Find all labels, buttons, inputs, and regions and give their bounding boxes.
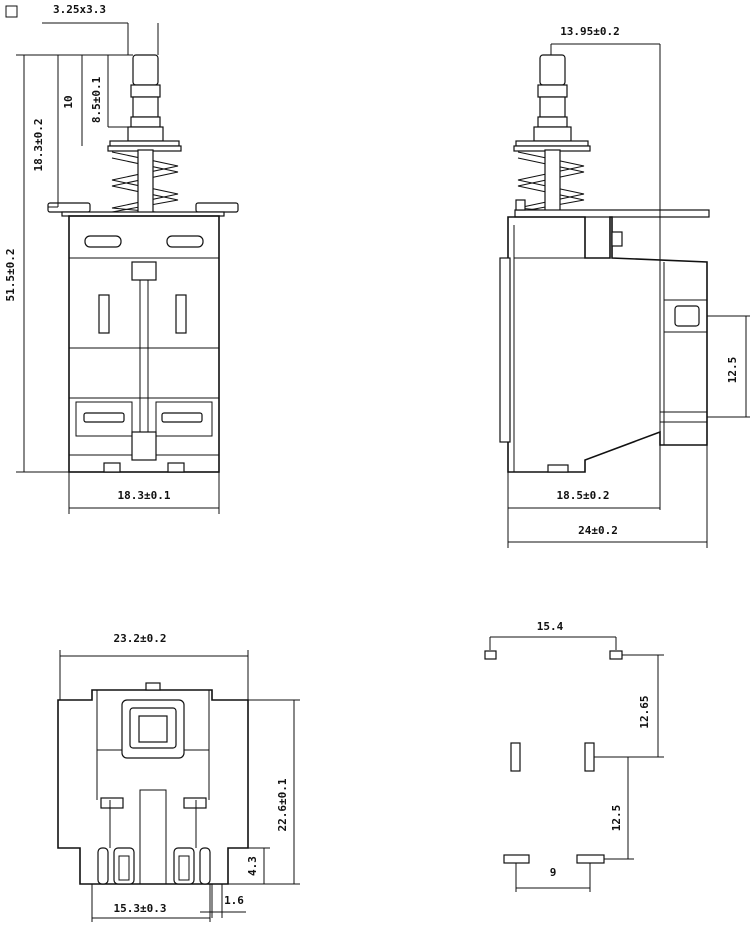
spring-cap	[109, 140, 180, 147]
foot-2	[167, 462, 185, 473]
side-top-plate	[514, 209, 710, 218]
shaft-collar-2	[130, 116, 161, 128]
dim-22-6-label: 22.6±0.1	[276, 778, 289, 831]
dim-4-3-label: 4.3	[246, 856, 259, 876]
contact-left	[75, 401, 133, 437]
dim-12-5-pcb-label: 12.5	[610, 805, 623, 832]
foot-1	[103, 462, 121, 473]
center-block-top	[131, 261, 157, 281]
pin-2	[113, 847, 135, 885]
slot-top-right	[166, 235, 204, 248]
dim-23-2-label: 23.2±0.2	[114, 632, 167, 645]
shaft-base	[127, 126, 164, 142]
dim-24-label: 24±0.2	[578, 524, 618, 537]
plunger-stem	[137, 149, 154, 215]
side-body	[507, 216, 708, 473]
pad-mid-left	[510, 742, 521, 772]
side-shaft-tip	[539, 54, 566, 86]
bottom-center-rib	[139, 789, 167, 885]
bottom-view: 23.2±0.2 22.6±0.1 4.3 1.6	[57, 632, 300, 922]
spring-back	[111, 157, 179, 213]
front-body	[68, 215, 220, 473]
dim-18-5-label: 18.5±0.2	[557, 489, 610, 502]
pcb-layout: 15.4 12.65 12.5 9	[484, 620, 664, 892]
dim-15-3-label: 15.3±0.3	[114, 902, 167, 915]
tab-right	[195, 202, 239, 213]
pad-top-left	[484, 650, 497, 660]
dim-18-3-height-label: 18.3±0.2	[32, 119, 45, 172]
pad-mid-right	[584, 742, 595, 772]
window-left	[98, 294, 110, 334]
pin-1	[97, 847, 109, 885]
slot-top-left	[84, 235, 122, 248]
dim-15-4-label: 15.4	[537, 620, 564, 633]
dim-18-3-width-label: 18.3±0.1	[118, 489, 171, 502]
side-window	[674, 305, 700, 327]
shaft-size-label: 3.25x3.3	[53, 3, 106, 16]
pin-3	[173, 847, 195, 885]
window-right	[175, 294, 187, 334]
dim-1-6-label: 1.6	[224, 894, 244, 907]
shaft-segment	[132, 96, 159, 118]
dim-12-5-side-label: 12.5	[726, 357, 739, 384]
pad-bottom-left	[503, 854, 530, 864]
contact-slot-right	[161, 412, 203, 423]
shaft-collar	[130, 84, 161, 98]
pad-bottom-right	[576, 854, 605, 864]
pin-4	[199, 847, 211, 885]
side-body-back	[499, 257, 511, 443]
contact-right	[155, 401, 213, 437]
dim-51-5-label: 51.5±0.2	[4, 249, 17, 302]
contact-slot-left	[83, 412, 125, 423]
dim-8-5-label: 8.5±0.1	[90, 76, 103, 123]
dim-13-95-label: 13.95±0.2	[560, 25, 620, 38]
dim-12-65-label: 12.65	[638, 695, 651, 728]
side-view: 13.95±0.2 12.5 18.5±0.2 24±0.2	[499, 25, 750, 548]
dim-9-label: 9	[550, 866, 557, 879]
shaft-tip	[132, 54, 159, 86]
pad-top-right	[609, 650, 623, 660]
checkbox-square	[5, 5, 18, 18]
front-view: 3.25x3.3 10 8.5±0.1 18.3±0.2 51.5±0.2 18…	[4, 3, 239, 514]
dim-10-label: 10	[62, 95, 75, 108]
center-block-bottom	[131, 431, 157, 461]
